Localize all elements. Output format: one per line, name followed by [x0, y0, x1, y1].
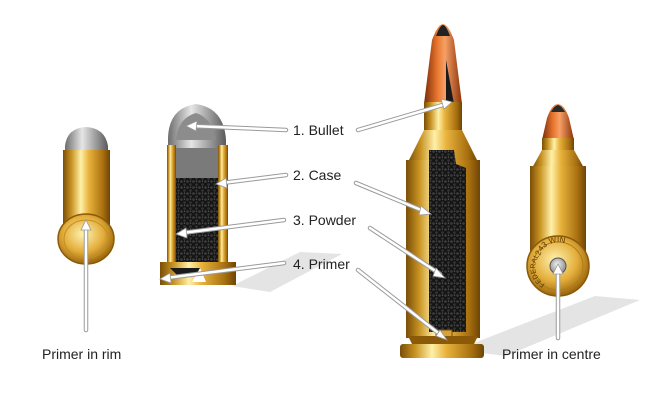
rimfire-cutaway [160, 104, 236, 285]
cutaway-case-wall-right [218, 145, 228, 263]
arrowhead-bullet-right [440, 98, 453, 110]
centrefire-bullet [542, 104, 574, 140]
arrowhead-primer-centre [552, 263, 564, 275]
centrefire-shoulder [532, 150, 584, 168]
arrowhead-case-left [215, 177, 228, 189]
arrowhead-powder-left [175, 227, 188, 239]
label-primer-in-rim: Primer in rim [42, 346, 122, 362]
rifle-case-rim [400, 344, 484, 358]
callout-lines [80, 98, 564, 341]
arrowhead-bullet-left [185, 120, 198, 132]
label-case: 2. Case [293, 167, 342, 183]
shadow-rimfire-cutaway [232, 252, 342, 292]
label-bullet: 1. Bullet [293, 122, 344, 138]
arrowhead-primer-left [159, 272, 172, 284]
cutaway-case-wall-left [167, 145, 176, 263]
arrowhead-primer-rim [80, 219, 92, 231]
arrowhead-primer-right [435, 329, 449, 341]
label-primer-in-centre: Primer in centre [502, 346, 601, 362]
rimfire-bullet [65, 127, 108, 152]
shadow-rifle-cartridge [456, 296, 640, 356]
rifle-cartridge-cutaway [400, 24, 484, 358]
arrowhead-case-right [418, 205, 433, 216]
label-primer: 4. Primer [293, 256, 350, 272]
rifle-bullet [424, 24, 462, 104]
cutaway-powder [176, 178, 218, 264]
rifle-extractor-groove [408, 336, 478, 344]
label-powder: 3. Powder [293, 212, 357, 228]
arrowhead-powder-right [432, 267, 447, 279]
rifle-case-shoulder [408, 130, 478, 162]
rifle-powder [429, 150, 466, 332]
